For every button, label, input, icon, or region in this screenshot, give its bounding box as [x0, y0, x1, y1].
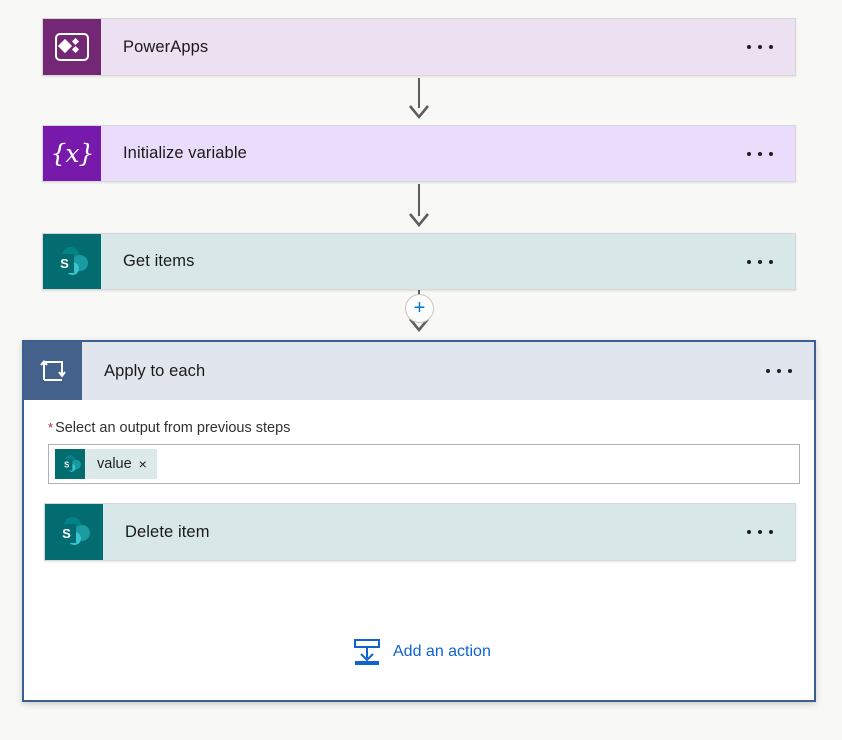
flow-step-initialize-variable[interactable]: {x} Initialize variable	[42, 125, 796, 182]
select-output-input[interactable]: S value ×	[48, 444, 800, 484]
sharepoint-icon: S	[55, 449, 85, 479]
sharepoint-icon: S	[45, 504, 103, 560]
sharepoint-icon: S	[43, 234, 101, 289]
sharepoint-letter: S	[55, 253, 74, 273]
token-label: value	[97, 456, 132, 472]
remove-token-icon[interactable]: ×	[138, 456, 147, 472]
arrowhead-icon	[409, 318, 429, 333]
loop-icon-glyph	[40, 359, 66, 381]
arrowhead-icon	[409, 213, 429, 228]
field-label-text: Select an output from previous steps	[55, 420, 291, 436]
field-label: *Select an output from previous steps	[48, 420, 790, 436]
powerapps-icon	[43, 19, 101, 75]
flow-step-title: Get items	[123, 252, 195, 270]
flow-step-title: Delete item	[125, 522, 210, 541]
more-commands-button[interactable]	[725, 504, 795, 560]
connector-arrow-1	[404, 78, 434, 122]
insert-new-step-button[interactable]: +	[405, 294, 434, 323]
variable-glyph: {x}	[50, 139, 95, 168]
add-an-action-label: Add an action	[393, 643, 491, 660]
add-an-action-button[interactable]: Add an action	[352, 638, 491, 666]
plus-icon: +	[413, 296, 426, 319]
flow-step-get-items[interactable]: S Get items	[42, 233, 796, 290]
sharepoint-letter: S	[61, 459, 73, 471]
apply-to-each-header[interactable]: Apply to each	[24, 342, 814, 400]
more-commands-button[interactable]	[725, 126, 795, 181]
loop-icon	[24, 342, 82, 400]
sharepoint-letter: S	[57, 524, 76, 543]
apply-to-each-body: *Select an output from previous steps S …	[24, 400, 814, 484]
flow-step-powerapps[interactable]: PowerApps	[42, 18, 796, 76]
more-commands-button[interactable]	[725, 19, 795, 75]
flow-step-title: Apply to each	[104, 361, 206, 380]
flow-step-title: Initialize variable	[123, 144, 247, 162]
flow-step-delete-item[interactable]: S Delete item	[44, 503, 796, 561]
arrowhead-icon	[409, 105, 429, 120]
variable-braces-icon: {x}	[43, 126, 101, 181]
more-commands-button[interactable]	[744, 342, 814, 400]
more-commands-button[interactable]	[725, 234, 795, 289]
required-marker: *	[48, 420, 54, 435]
flow-step-title: PowerApps	[123, 37, 209, 56]
add-action-icon	[354, 639, 380, 665]
connector-arrow-2	[404, 184, 434, 230]
dynamic-content-token[interactable]: S value ×	[55, 449, 157, 479]
